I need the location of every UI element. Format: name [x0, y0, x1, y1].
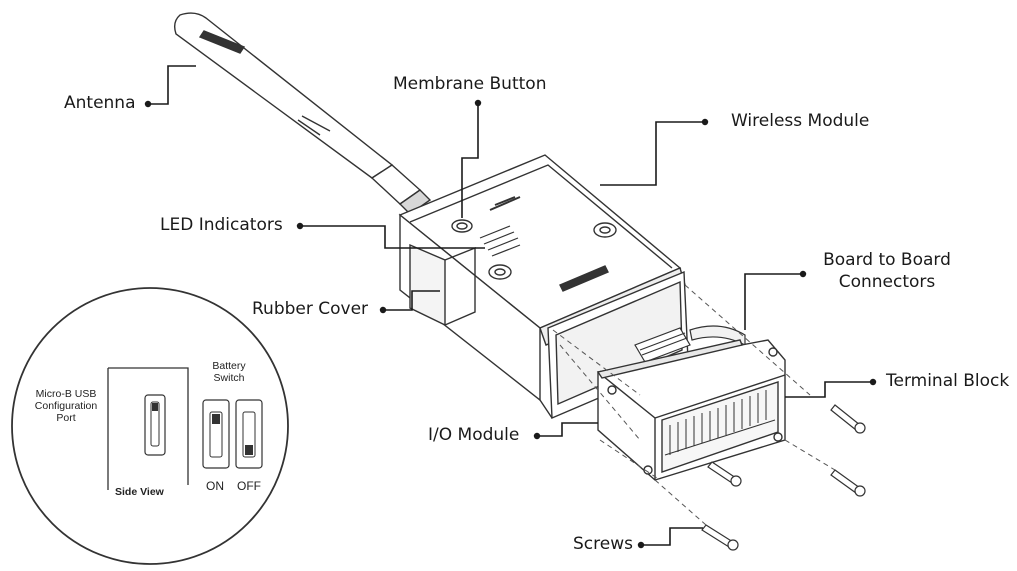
usb-port-line1: Micro-B USB: [35, 388, 97, 400]
side-view-inset: [11, 287, 289, 565]
io-module-label: I/O Module: [428, 425, 520, 445]
antenna-label: Antenna: [64, 93, 136, 113]
antenna-part: [173, 12, 432, 215]
off-label: OFF: [237, 479, 261, 493]
side-view-label: Side View: [115, 486, 164, 498]
board-to-board-label: Board to Board Connectors: [822, 250, 952, 292]
board-to-board-line1: Board to Board: [823, 250, 951, 270]
battery-line1: Battery: [212, 360, 246, 372]
led-indicators-label: LED Indicators: [160, 215, 283, 235]
screws-part: [701, 404, 866, 551]
on-label: ON: [206, 479, 224, 493]
terminal-block-label: Terminal Block: [886, 371, 1010, 391]
board-connector-part: [634, 325, 746, 363]
battery-line2: Switch: [213, 372, 245, 385]
usb-port-line2: Configuration: [34, 400, 98, 413]
wireless-module-label: Wireless Module: [731, 111, 870, 131]
assembly-guides: [552, 284, 836, 526]
leader-dots: [144, 99, 877, 549]
usb-port-line3: Port: [56, 412, 76, 425]
screws-label: Screws: [573, 534, 633, 554]
board-to-board-line2: Connectors: [838, 271, 936, 292]
usb-port-label: Micro-B USB Configuration Port: [30, 388, 102, 424]
wireless-module-part: [398, 154, 689, 420]
membrane-button-label: Membrane Button: [393, 74, 547, 94]
leader-lines: [100, 65, 873, 546]
battery-switch-label: Battery Switch: [204, 360, 254, 384]
rubber-cover-label: Rubber Cover: [252, 299, 369, 319]
io-module-part: [596, 339, 786, 481]
